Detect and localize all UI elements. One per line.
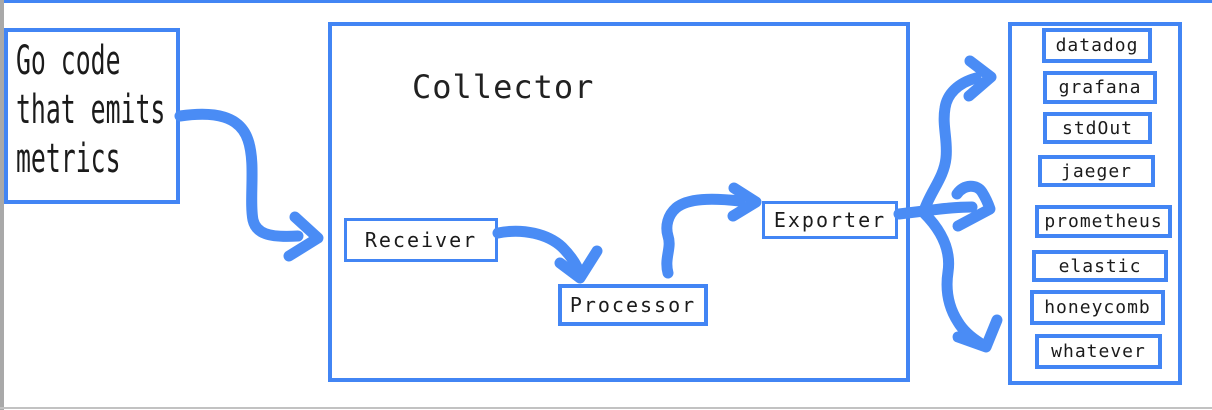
source-code-box: Go code that emits metrics — [4, 28, 180, 204]
arrow-exporter-fanout-up-icon — [918, 72, 982, 217]
sink-honeycomb: honeycomb — [1030, 290, 1165, 325]
top-accent-line — [0, 0, 1212, 3]
source-code-label: Go code that emits metrics — [16, 38, 166, 182]
arrow-exporter-fanout-down-head-icon — [952, 314, 1003, 353]
sink-jaeger: jaeger — [1038, 155, 1155, 187]
sink-whatever: whatever — [1035, 334, 1162, 369]
arrow-gocode-to-receiver-icon — [174, 108, 304, 242]
arrow-exporter-fanout-down-icon — [918, 207, 986, 349]
arrow-exporter-fanout-middle-head-icon — [951, 180, 996, 232]
sink-grafana: grafana — [1043, 71, 1157, 104]
sink-stdout: stdOut — [1043, 112, 1152, 144]
sink-prometheus: prometheus — [1035, 205, 1172, 238]
sink-elastic: elastic — [1032, 250, 1168, 282]
arrow-gocode-to-receiver-head-icon — [283, 211, 324, 262]
sink-datadog: datadog — [1042, 28, 1152, 63]
window-edge-left — [0, 0, 4, 410]
exporter-node: Exporter — [762, 201, 898, 239]
processor-node: Processor — [558, 284, 708, 326]
window-edge-bottom — [0, 407, 1212, 409]
collector-title: Collector — [412, 68, 595, 106]
arrow-exporter-fanout-up-head-icon — [963, 55, 997, 102]
receiver-node: Receiver — [344, 218, 498, 262]
arrow-exporter-fanout-middle-icon — [918, 201, 978, 217]
